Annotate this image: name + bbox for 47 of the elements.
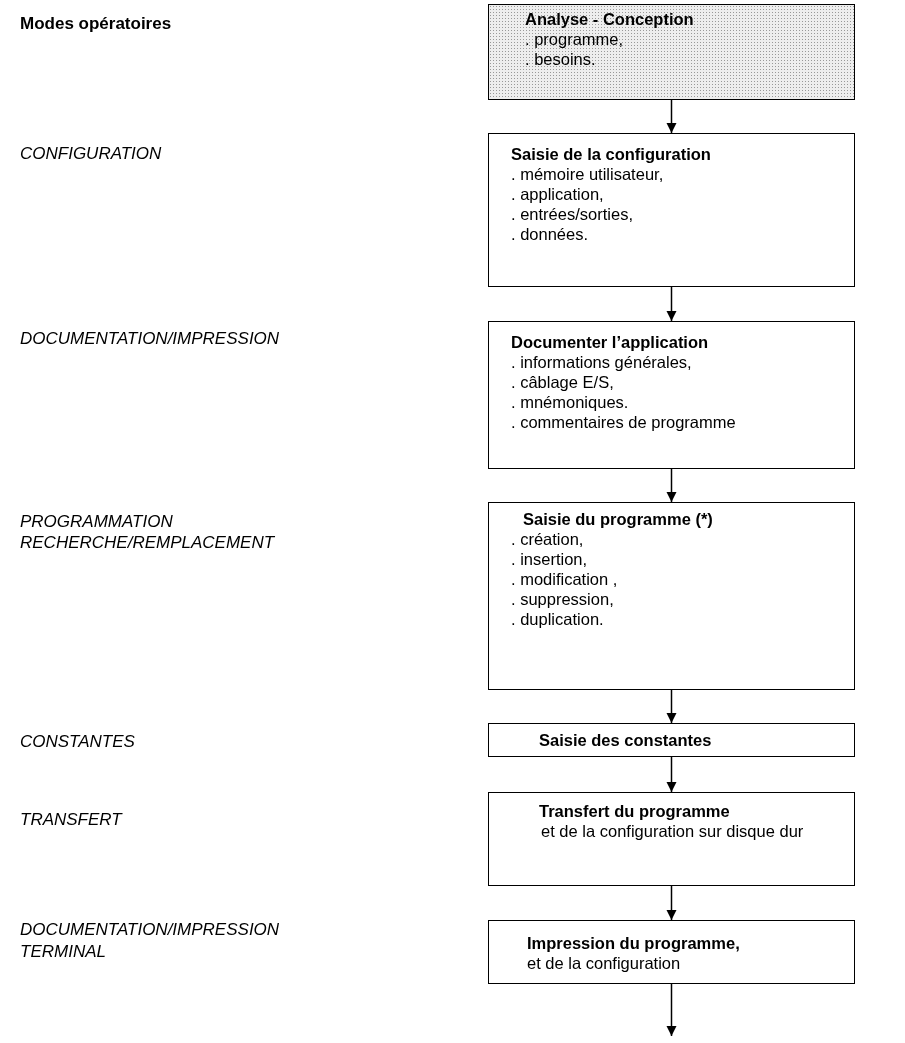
mode-label: TERMINAL [20,942,106,962]
box-heading: Saisie du programme (*) [522,509,713,529]
box-text: et de la configuration sur disque dur [540,821,804,841]
shaded-process-box [488,4,855,100]
mode-label: RECHERCHE/REMPLACEMENT [20,533,275,553]
section-heading: Modes opératoires [20,14,172,34]
box-text: . données. [511,224,589,244]
box-text: . modification , [511,569,618,589]
process-box [488,133,855,287]
box-text: . application, [511,184,604,204]
box-text: . suppression, [511,589,614,609]
mode-label: DOCUMENTATION/IMPRESSION [20,329,280,349]
mode-label: CONSTANTES [20,732,135,752]
box-heading: Documenter l’application [511,332,709,352]
mode-label: PROGRAMMATION [20,512,173,532]
box-text: . mnémoniques. [511,392,629,412]
arrow [666,885,677,921]
box-heading: Saisie des constantes [539,730,712,750]
arrow [666,286,677,322]
box-heading: Analyse - Conception [525,9,694,29]
process-box [488,792,855,886]
arrow [666,468,677,503]
process-box [488,723,855,757]
process-box [488,321,855,469]
box-text: et de la configuration [527,953,681,973]
mode-label: TRANSFERT [20,810,122,830]
box-text: . insertion, [511,549,588,569]
mode-label: DOCUMENTATION/IMPRESSION [20,920,280,940]
box-text: . programme, [525,29,624,49]
box-heading: Impression du programme, [527,933,740,953]
box-text: . câblage E/S, [511,372,614,392]
box-text: . informations générales, [511,352,692,372]
process-box [488,920,855,984]
arrow [666,983,677,1037]
arrow [666,99,677,134]
box-text: . duplication. [511,609,604,629]
box-text: . entrées/sorties, [511,204,633,224]
box-heading: Saisie de la configuration [511,144,711,164]
box-heading: Transfert du programme [539,801,730,821]
box-text: . commentaires de programme [511,412,736,432]
box-text: . mémoire utilisateur, [511,164,664,184]
arrow [666,756,677,793]
process-box [488,502,855,690]
mode-label: CONFIGURATION [20,144,162,164]
arrow [666,689,677,724]
box-text: . création, [511,529,584,549]
box-text: . besoins. [525,49,596,69]
